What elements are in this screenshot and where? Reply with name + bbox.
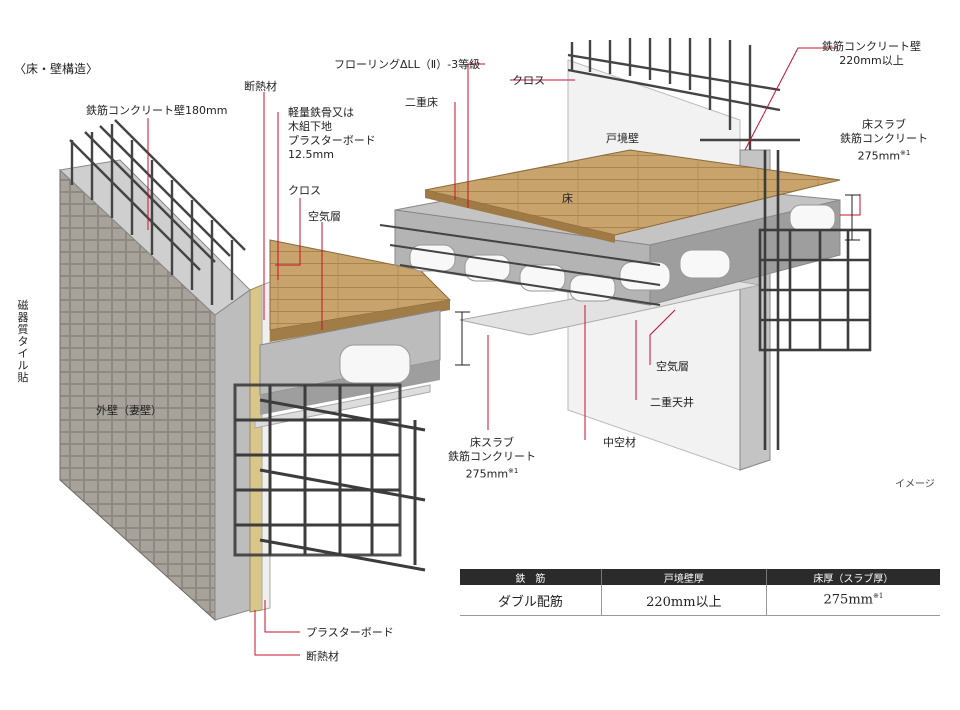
image-note: イメージ (895, 479, 935, 490)
page-title: 〈床・壁構造〉 (14, 62, 99, 76)
spec-cell-rebar: ダブル配筋 (460, 585, 602, 616)
dimension-marks (455, 194, 860, 366)
spec-header-wall: 戸境壁厚 (600, 569, 767, 585)
label-rc-wall-220: 鉄筋コンクリート壁 220mm以上 (822, 40, 921, 67)
right-floor-system (379, 38, 872, 471)
left-rebar-cage (233, 383, 426, 572)
label-insulation-top: 断熱材 (244, 80, 277, 93)
spec-table: 鉄 筋 戸境壁厚 床厚（スラブ厚） ダブル配筋 220mm以上 275mm※1 (460, 569, 940, 616)
label-cloth-right: クロス (512, 74, 545, 87)
label-floor: 床 (562, 192, 573, 205)
label-hollow-material: 中空材 (603, 436, 636, 449)
label-steel-frame: 軽量鉄骨又は 木組下地 プラスターボード 12.5mm (288, 106, 376, 161)
label-plaster-board: プラスターボード (306, 626, 394, 639)
spec-table-header: 鉄 筋 戸境壁厚 床厚（スラブ厚） (460, 569, 940, 585)
outer-wall-block (58, 119, 271, 622)
label-slab-right: 床スラブ 鉄筋コンクリート 275mm※1 (840, 118, 928, 163)
label-double-ceiling: 二重天井 (650, 396, 694, 409)
label-double-floor: 二重床 (405, 96, 438, 109)
label-air-layer-right: 空気層 (656, 360, 689, 373)
label-insulation-bottom: 断熱材 (306, 650, 339, 663)
label-outer-wall: 外壁（妻壁） (96, 404, 162, 417)
leader-lines (147, 47, 861, 656)
spec-cell-wall: 220mm以上 (600, 585, 767, 616)
spec-header-slab: 床厚（スラブ厚） (765, 569, 940, 585)
spec-table-row: ダブル配筋 220mm以上 275mm※1 (460, 585, 940, 616)
label-flooring: フローリングΔLL（Ⅱ）-3等級 (334, 58, 481, 71)
label-rc-wall-180: 鉄筋コンクリート壁180mm (86, 104, 228, 117)
label-partition-wall: 戸境壁 (606, 132, 639, 145)
spec-cell-slab: 275mm※1 (765, 585, 940, 616)
label-air-layer-left: 空気層 (308, 210, 341, 223)
left-floor-slab (254, 239, 452, 429)
label-tile: 磁器質タイル貼 (17, 299, 29, 384)
spec-header-rebar: 鉄 筋 (460, 569, 602, 585)
label-cloth-left: クロス (288, 184, 321, 197)
label-slab-left: 床スラブ 鉄筋コンクリート 275mm※1 (448, 436, 536, 481)
